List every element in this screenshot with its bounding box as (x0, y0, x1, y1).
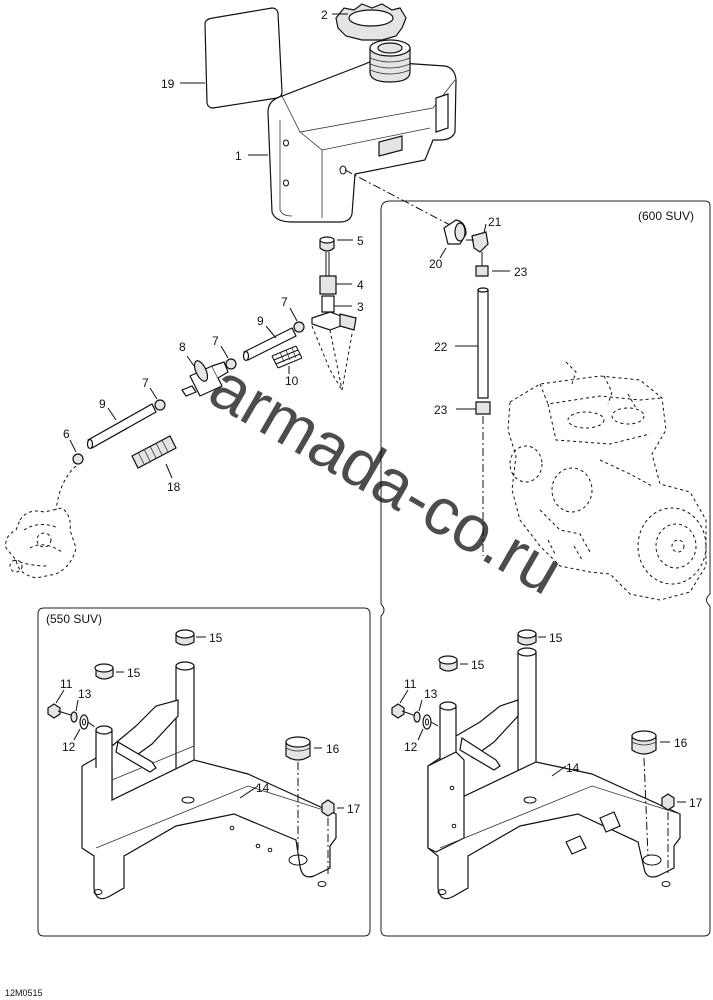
part-9-fuel-line-lower[interactable]: 9 (86, 397, 157, 450)
left-part-13-label: 13 (78, 687, 92, 701)
left-leader-bolt (87, 721, 113, 741)
part-23-upper-label: 23 (514, 265, 528, 279)
part-23-lower-label: 23 (434, 403, 448, 417)
right-part-11-bolt[interactable]: 11 (391, 677, 417, 719)
right-part-13-label: 13 (424, 687, 438, 701)
left-part-11-bolt[interactable]: 11 (47, 677, 75, 719)
left-part-12-washer[interactable]: 12 (62, 714, 89, 754)
part-18-label: 18 (167, 480, 181, 494)
part-18-protective-spring[interactable]: 18 (131, 435, 181, 494)
engine-sketch (507, 361, 707, 601)
part-20-grommet[interactable]: 20 (429, 219, 467, 271)
part-9-upper-label: 9 (257, 314, 264, 328)
part-8-label: 8 (179, 340, 186, 354)
left-part-15-cap-top[interactable]: 15 (175, 629, 223, 646)
right-part-13-washer[interactable]: 13 (413, 687, 438, 723)
part-19-label: 19 (161, 77, 175, 91)
part-22-fuel-line[interactable]: 22 (434, 287, 489, 399)
panel-frame-600-suv (380, 200, 711, 937)
left-part-17-nut[interactable]: 17 (321, 799, 361, 817)
part-22-label: 22 (434, 340, 448, 354)
right-part-14-label: 14 (566, 761, 580, 775)
part-4-pickup[interactable]: 4 (319, 252, 364, 295)
leader-line-to-carb (55, 465, 77, 511)
right-part-15-side-label: 15 (471, 658, 485, 672)
part-6-clamp[interactable]: 6 (63, 427, 84, 465)
left-part-15-top-label: 15 (209, 631, 223, 645)
right-part-15-cap-side[interactable]: 15 (438, 655, 485, 672)
right-part-11-label: 11 (404, 677, 417, 691)
leader-tank-to-20 (344, 169, 451, 226)
right-part-14-bracket[interactable]: 14 (427, 647, 681, 900)
part-7-lower-label: 7 (142, 376, 149, 390)
part-6-label: 6 (63, 427, 70, 441)
watermark-text: armada-co.ru (198, 348, 575, 608)
part-10-label: 10 (285, 374, 299, 388)
left-part-16-label: 16 (326, 742, 340, 756)
part-7-clamp-lower[interactable]: 7 (142, 376, 166, 411)
part-23-clamp-lower[interactable]: 23 (434, 401, 491, 417)
right-part-17-label: 17 (689, 796, 703, 810)
right-part-15-cap-top[interactable]: 15 (517, 629, 563, 646)
panel-label-550-suv: (550 SUV) (46, 612, 102, 626)
part-7-middle-label: 7 (212, 334, 219, 348)
left-part-15-cap-side[interactable]: 15 (94, 663, 141, 680)
part-21-label: 21 (488, 215, 502, 229)
part-7-upper-label: 7 (281, 295, 288, 309)
right-part-16-label: 16 (674, 736, 688, 750)
panel-label-600-suv: (600 SUV) (638, 209, 694, 223)
right-part-17-nut[interactable]: 17 (661, 793, 703, 811)
right-leader-grommet (643, 757, 649, 857)
left-part-17-label: 17 (347, 802, 361, 816)
part-1-fuel-tank[interactable]: 1 (235, 39, 457, 223)
left-part-13-washer[interactable]: 13 (70, 687, 92, 723)
figure-code: 12M0515 (5, 988, 43, 998)
part-9-fuel-line-upper[interactable]: 9 (242, 314, 297, 362)
part-20-label: 20 (429, 257, 443, 271)
right-part-15-top-label: 15 (549, 631, 563, 645)
part-23-clamp-upper[interactable]: 23 (475, 252, 528, 279)
panel-frame-550-suv (37, 607, 371, 937)
part-2-tank-cap[interactable]: 2 (321, 3, 407, 41)
carburetor-sketch (5, 507, 77, 579)
part-7-clamp-middle[interactable]: 7 (212, 334, 237, 370)
part-1-label: 1 (235, 149, 242, 163)
part-5-grommet[interactable]: 5 (319, 234, 364, 252)
part-8-fuel-filter[interactable]: 8 (179, 340, 229, 397)
left-part-11-label: 11 (60, 677, 73, 691)
left-part-14-bracket[interactable]: 14 (81, 661, 337, 900)
right-part-12-label: 12 (404, 740, 418, 754)
part-9-lower-label: 9 (99, 397, 106, 411)
part-19-decal[interactable]: 19 (161, 7, 283, 109)
part-21-elbow[interactable]: 21 (466, 215, 502, 253)
part-10-spring[interactable]: 10 (271, 345, 303, 388)
left-part-14-label: 14 (256, 781, 270, 795)
part-5-label: 5 (357, 234, 364, 248)
part-7-clamp-upper[interactable]: 7 (281, 295, 305, 333)
left-part-12-label: 12 (62, 740, 76, 754)
right-part-16-grommet[interactable]: 16 (631, 730, 688, 755)
left-part-15-side-label: 15 (127, 666, 141, 680)
left-part-16-grommet[interactable]: 16 (285, 736, 340, 761)
part-2-label: 2 (321, 8, 328, 22)
part-4-label: 4 (357, 278, 364, 292)
part-3-label: 3 (357, 300, 364, 314)
part-3-valve[interactable]: 3 (311, 295, 364, 391)
